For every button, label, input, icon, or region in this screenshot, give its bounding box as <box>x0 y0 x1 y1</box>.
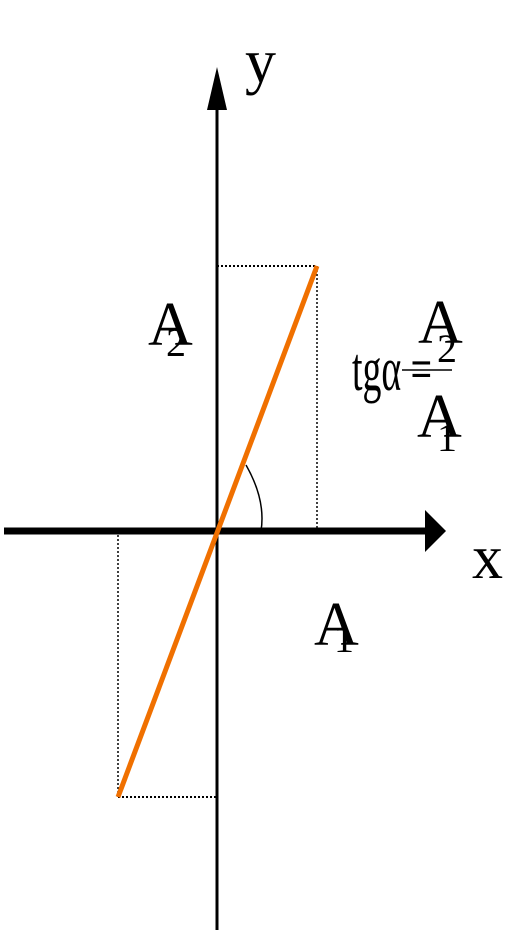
formula-numerator-sub: 2 <box>437 326 457 371</box>
formula-numerator-main: A <box>418 289 463 357</box>
a1-label-sub: 1 <box>334 616 354 661</box>
a2-label-main: A <box>148 291 193 359</box>
a1-label-main: A <box>314 591 359 659</box>
a2-label-sub: 2 <box>166 320 186 365</box>
x-axis-arrowhead <box>425 510 446 552</box>
x-axis-label: x <box>472 524 503 592</box>
angle-arc <box>245 464 263 532</box>
characteristic-line <box>115 265 320 798</box>
formula-denominator-sub: 1 <box>437 415 457 460</box>
y-axis-label: y <box>245 28 276 96</box>
y-axis-arrowhead <box>207 67 227 110</box>
formula-denominator-main: A <box>417 383 462 451</box>
